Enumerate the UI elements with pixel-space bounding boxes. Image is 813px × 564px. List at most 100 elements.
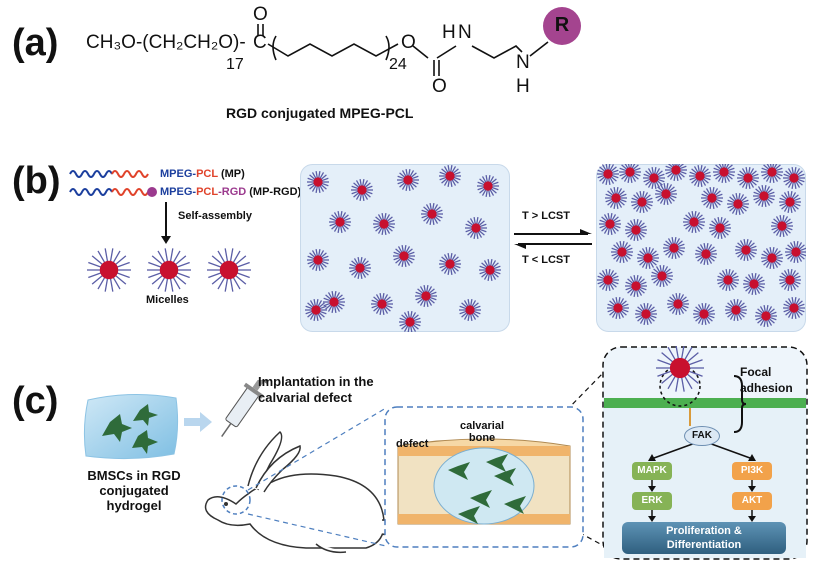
micelles-label: Micelles — [146, 294, 189, 306]
micelle — [87, 248, 131, 292]
micelle — [625, 275, 647, 297]
calvarial-bone-inset — [384, 406, 584, 548]
micelle — [351, 179, 373, 201]
micelle — [779, 191, 801, 213]
micelle — [323, 291, 345, 313]
akt-node: AKT — [732, 492, 772, 510]
micelle — [695, 243, 717, 265]
backward-condition: T < LCST — [522, 254, 570, 266]
legend-mprgd-dash1: - — [192, 186, 197, 198]
micelle — [783, 167, 805, 189]
micelle — [397, 169, 419, 191]
erk-node: ERK — [632, 492, 672, 510]
cell — [504, 496, 526, 514]
micelle — [305, 299, 327, 321]
micelle — [643, 167, 665, 189]
calvarial-bone-label: calvarial bone — [460, 420, 505, 444]
micelle — [651, 265, 673, 287]
carbonyl-c: C — [253, 32, 267, 53]
micelle — [597, 269, 619, 291]
micelle — [329, 211, 351, 233]
r-group-circle — [543, 7, 581, 45]
micelle — [207, 248, 251, 292]
micelle — [663, 237, 685, 259]
carbonyl-o-top: O — [253, 4, 268, 25]
micelle — [783, 297, 805, 319]
micelle — [713, 164, 735, 183]
micelle — [655, 183, 677, 205]
subscript-24: 24 — [389, 56, 407, 73]
micelle — [611, 241, 633, 263]
formula-left: CH₃O-(CH₂CH₂O)- — [86, 32, 246, 53]
micelle — [631, 191, 653, 213]
micelle — [637, 247, 659, 269]
micelle — [421, 203, 443, 225]
micelle — [415, 285, 437, 307]
legend-mp-dash: - — [192, 168, 197, 180]
micelle — [371, 293, 393, 315]
micelle — [755, 305, 777, 327]
polymer-legend-chains — [69, 170, 157, 197]
panel-label-a: (a) — [12, 22, 59, 64]
micelle — [693, 303, 715, 325]
micelle — [717, 269, 739, 291]
micelle — [683, 211, 705, 233]
micelle — [439, 253, 461, 275]
subscript-17: 17 — [226, 56, 244, 73]
micelle — [725, 299, 747, 321]
panel-label-c: (c) — [12, 380, 59, 422]
reversible-arrows — [514, 229, 592, 249]
micelle — [771, 215, 793, 237]
micelle — [373, 213, 395, 235]
self-assembly-label: Self-assembly — [178, 210, 252, 222]
micelle — [735, 239, 757, 261]
structure-bonds — [257, 24, 549, 76]
carbamate-o: O — [432, 76, 447, 97]
micelle — [607, 297, 629, 319]
cell — [448, 462, 470, 480]
micelle — [147, 248, 191, 292]
nh-n-1: N — [458, 22, 472, 43]
micelle — [393, 245, 415, 267]
defect-label: defect — [396, 438, 429, 450]
micelle — [307, 171, 329, 193]
micelle — [399, 311, 421, 332]
syringe-icon — [221, 380, 268, 437]
legend-mprgd-abbrev: (MP-RGD) — [246, 186, 302, 198]
implantation-label: Implantation in the calvarial defect — [258, 374, 374, 405]
bmsc-label: BMSCs in RGD conjugated hydrogel — [87, 468, 181, 513]
legend-mprgd-peg: MPEG — [160, 186, 193, 198]
hydrogel-cells-illustration — [83, 393, 179, 460]
legend-mprgd-rgd: RGD — [221, 186, 247, 198]
legend-mprgd-pcl: PCL — [196, 186, 219, 198]
transfer-arrow — [184, 412, 212, 432]
focal-adhesion-label: Focal adhesion — [740, 365, 793, 395]
micelle — [619, 164, 641, 183]
micelle — [459, 299, 481, 321]
legend-mprgd-dash2: - — [218, 186, 222, 198]
micelle-row — [87, 248, 251, 292]
micelle — [761, 164, 783, 183]
nh-h-1: H — [442, 22, 456, 43]
cell — [486, 454, 508, 472]
micelle — [743, 273, 765, 295]
cell — [470, 490, 492, 508]
micelle — [477, 175, 499, 197]
micelle — [465, 217, 487, 239]
panel-label-b: (b) — [12, 160, 61, 202]
micelle — [667, 293, 689, 315]
micelle — [779, 269, 801, 291]
forward-condition: T > LCST — [522, 210, 570, 222]
mapk-node: MAPK — [632, 462, 672, 480]
micelle — [753, 185, 775, 207]
nh-h-2: H — [516, 76, 530, 97]
panel-a-caption: RGD conjugated MPEG-PCL — [226, 105, 414, 121]
sol-state-panel — [300, 164, 510, 332]
fak-node: FAK — [684, 426, 720, 446]
ester-o: O — [401, 32, 416, 53]
legend-mp: MPEG-PCL (MP) — [160, 168, 245, 180]
micelle — [689, 165, 711, 187]
micelle — [439, 165, 461, 187]
micelle — [599, 213, 621, 235]
cell — [494, 468, 516, 486]
